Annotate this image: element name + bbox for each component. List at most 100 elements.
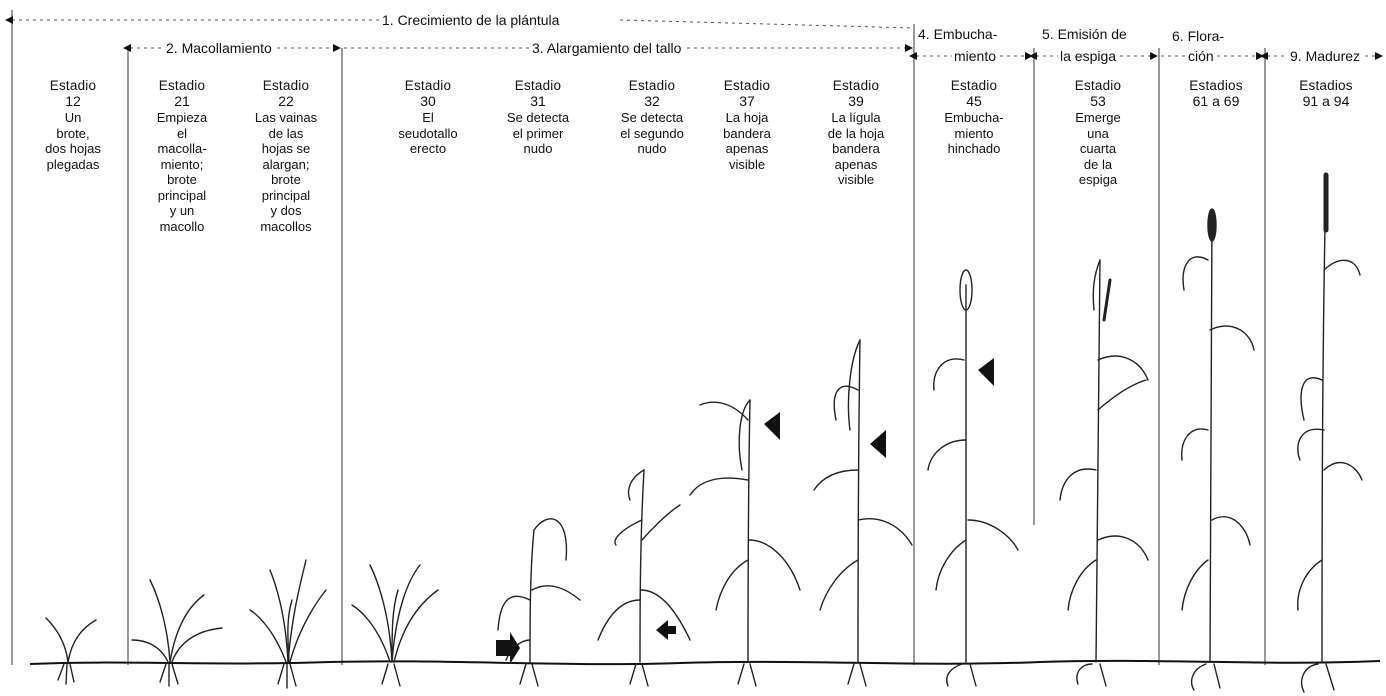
stage-desc-line: brote [134,172,230,188]
stage-desc-line: visible [808,172,904,188]
stage-desc-line: apenas [808,157,904,173]
stage-desc-line: macollo [134,219,230,235]
stage-desc-line: hojas se [236,141,336,157]
stage-desc-line: el primer [488,126,588,142]
boot-arrow-icon [978,358,994,386]
stage-desc-line: alargan; [236,157,336,173]
plant-stage-31 [496,519,580,686]
plant-stage-30 [352,565,438,686]
stage-desc-line: apenas [702,141,792,157]
stage-column: Estadio 45 Embucha- miento hinchado [924,78,1024,157]
stage-number: 32 [602,94,702,110]
stage-desc-line: visible [702,157,792,173]
stage-desc-line: seudotallo [378,126,478,142]
stage-desc-line: cuarta [1046,141,1150,157]
plant-stage-45 [928,270,1018,686]
stage-column: Estadio 32 Se detecta el segundo nudo [602,78,702,157]
stage-desc-line: Emerge [1046,110,1150,126]
stage-number: 61 a 69 [1168,94,1264,110]
stage-title: Estadio [28,78,118,94]
stage-title: Estadios [1276,78,1376,94]
stage-number: 53 [1046,94,1150,110]
stage-desc-line: El [378,110,478,126]
phase-label-9: 9. Madurez [1288,48,1362,64]
stage-desc-line: brote [236,172,336,188]
phase-span-1b [620,20,914,28]
stage-desc-line: dos hojas [28,141,118,157]
stage-desc-line: y dos [236,203,336,219]
stage-desc-line: miento; [134,157,230,173]
stage-column: Estadio 22 Las vainas de las hojas se al… [236,78,336,234]
stage-column: Estadio 31 Se detecta el primer nudo [488,78,588,157]
stage-title: Estadio [702,78,792,94]
stage-title: Estadio [924,78,1024,94]
stage-column: Estadio 37 La hoja bandera apenas visibl… [702,78,792,172]
stage-desc-line: de la hoja [808,126,904,142]
stage-desc-line: hinchado [924,141,1024,157]
stage-desc-line: y un [134,203,230,219]
stage-title: Estadio [378,78,478,94]
stage-desc-line: Se detecta [602,110,702,126]
phase-label-4: 4. Embucha- [916,26,999,42]
stage-desc-line: de las [236,126,336,142]
phase-label-5: 5. Emisión de [1040,26,1129,42]
stage-desc-line: Un [28,110,118,126]
stage-number: 31 [488,94,588,110]
stage-number: 45 [924,94,1024,110]
stage-title: Estadio [488,78,588,94]
stage-column: Estadio 53 Emerge una cuarta de la espig… [1046,78,1150,188]
phase-label-1: 1. Crecimiento de la plántula [380,12,561,28]
stage-column: Estadio 30 El seudotallo erecto [378,78,478,157]
plant-stage-22 [250,560,326,688]
stage-title: Estadio [134,78,230,94]
stage-desc-line: plegadas [28,157,118,173]
stage-desc-line: macolla- [134,141,230,157]
stage-desc-line: el segundo [602,126,702,142]
stage-desc-line: Empieza [134,110,230,126]
plant-stage-37 [690,400,800,686]
stage-title: Estadio [602,78,702,94]
stage-desc-line: miento [924,126,1024,142]
stage-column: Estadios 91 a 94 [1276,78,1376,110]
stage-desc-line: La hoja [702,110,792,126]
ground-line [30,661,1380,664]
plant-stage-21 [132,580,222,686]
stage-column: Estadio 21 Empieza el macolla- miento; b… [134,78,230,234]
stage-desc-line: principal [236,188,336,204]
stage-number: 39 [808,94,904,110]
stage-column: Estadio 39 La lígula de la hoja bandera … [808,78,904,188]
stage-number: 30 [378,94,478,110]
stage-column: Estadios 61 a 69 [1168,78,1264,110]
phase-label-6: 6. Flora- [1170,28,1226,44]
stage-number: 37 [702,94,792,110]
stage-column: Estadio 12 Un brote, dos hojas plegadas [28,78,118,172]
stage-desc-line: erecto [378,141,478,157]
stage-number: 22 [236,94,336,110]
node-arrow-icon [496,632,520,664]
stage-desc-line: el [134,126,230,142]
plant-stage-12 [46,618,96,684]
phase-label-2: 2. Macollamiento [164,40,274,56]
stage-desc-line: bandera [808,141,904,157]
stage-number: 91 a 94 [1276,94,1376,110]
stage-number: 12 [28,94,118,110]
plant-stage-53 [1060,260,1148,686]
phase-label-3: 3. Alargamiento del tallo [530,40,683,56]
stage-desc-line: nudo [602,141,702,157]
stage-desc-line: Se detecta [488,110,588,126]
plant-stage-91-94 [1298,175,1362,692]
phase-label-5b: la espiga [1058,48,1118,64]
plant-stage-39 [814,340,912,686]
phase-label-4b: miento [952,48,998,64]
phase-label-6b: ción [1186,48,1216,64]
stage-number: 21 [134,94,230,110]
ligule-arrow-icon [870,430,886,458]
stage-desc-line: macollos [236,219,336,235]
stage-title: Estadio [1046,78,1150,94]
flag-leaf-arrow-icon [764,412,780,440]
stage-desc-line: principal [134,188,230,204]
stage-desc-line: espiga [1046,172,1150,188]
stage-desc-line: Embucha- [924,110,1024,126]
stage-title: Estadio [236,78,336,94]
